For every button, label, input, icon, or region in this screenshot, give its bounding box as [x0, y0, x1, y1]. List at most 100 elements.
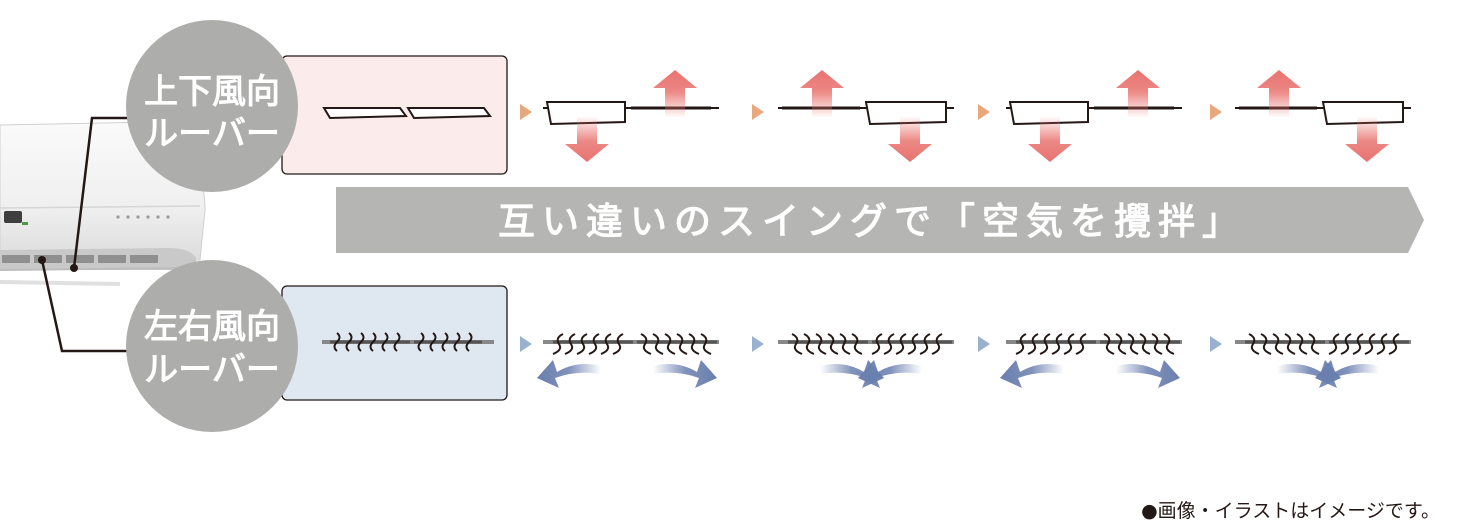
- vertical-louver-icon: [1027, 333, 1039, 355]
- left-right-louver-badge: 左右風向 ルーバー: [126, 260, 298, 432]
- vertical-louver-icon: [1352, 333, 1364, 355]
- vertical-louver-icon: [1260, 333, 1272, 355]
- vertical-louver-icon: [1248, 333, 1260, 355]
- up-down-louver-badge: 上下風向 ルーバー: [126, 20, 298, 192]
- vertical-louver-icon: [907, 333, 919, 355]
- vertical-louver-icon: [1272, 333, 1284, 355]
- vertical-louver-icon: [1115, 333, 1127, 355]
- vertical-louver-icon: [1039, 333, 1051, 355]
- triangle-right-icon: [752, 104, 764, 120]
- vertical-louver-icon: [588, 333, 600, 355]
- vertical-louver-icon: [369, 332, 377, 352]
- vertical-louver-icon: [1284, 333, 1296, 355]
- leader-lines: [38, 116, 128, 353]
- vertical-louver-icon: [417, 332, 425, 352]
- airflow-arrow-icon: [1116, 360, 1180, 388]
- triangle-right-icon: [978, 336, 990, 352]
- airflow-arrow-icon: [1000, 360, 1064, 388]
- vertical-louver-icon: [1127, 333, 1139, 355]
- left-right-swing-sequence: [322, 332, 1411, 388]
- left-right-state: [537, 333, 719, 388]
- airflow-arrow-icon: [888, 116, 932, 162]
- up-down-state: [1006, 70, 1182, 162]
- up-down-swing-sequence: [322, 70, 1411, 162]
- banner: 互い違いのスイングで「空気を攪拌」: [336, 187, 1424, 253]
- vertical-louver-icon: [441, 332, 449, 352]
- up-down-state: [322, 107, 492, 120]
- vertical-louver-icon: [1015, 333, 1027, 355]
- airflow-arrow-icon: [1257, 70, 1301, 118]
- vertical-louver-icon: [851, 333, 863, 355]
- up-down-state: [778, 70, 954, 162]
- vertical-louver-icon: [1388, 333, 1400, 355]
- vertical-louver-icon: [1063, 333, 1075, 355]
- louver-slots: [2, 255, 158, 263]
- vertical-louver-icon: [791, 333, 803, 355]
- vertical-louver-icon: [700, 333, 712, 355]
- vertical-louver-icon: [393, 332, 401, 352]
- airflow-arrow-icon: [653, 360, 717, 388]
- vertical-louver-icon: [381, 332, 389, 352]
- vertical-louver-icon: [564, 333, 576, 355]
- display-panel: [4, 211, 22, 223]
- vertical-louver-icon: [612, 333, 624, 355]
- disclaimer-note: ●画像・イラストはイメージです。: [1141, 500, 1440, 522]
- horizontal-louver-icon: [1008, 101, 1089, 126]
- horizontal-louver-icon: [545, 101, 626, 126]
- horizontal-louver-icon: [406, 107, 492, 120]
- vertical-louver-icon: [676, 333, 688, 355]
- vertical-louver-icon: [1163, 333, 1175, 355]
- left-right-state: [778, 333, 954, 388]
- vertical-louver-icon: [1103, 333, 1115, 355]
- vertical-louver-icon: [1308, 333, 1320, 355]
- horizontal-louver-icon: [864, 101, 947, 126]
- vertical-louver-icon: [895, 333, 907, 355]
- vertical-louver-icon: [552, 333, 564, 355]
- triangle-right-icon: [752, 336, 764, 352]
- airflow-arrow-icon: [800, 70, 844, 118]
- airflow-arrow-icon: [653, 70, 697, 118]
- vertical-louver-icon: [827, 333, 839, 355]
- banner-text: 互い違いのスイングで「空気を攪拌」: [498, 200, 1246, 243]
- airflow-arrow-icon: [858, 360, 922, 388]
- left-right-badge-line2: ルーバー: [144, 350, 280, 390]
- vertical-louver-icon: [1296, 333, 1308, 355]
- vertical-louver-icon: [871, 333, 883, 355]
- vertical-louver-icon: [333, 332, 341, 352]
- vertical-louver-icon: [652, 333, 664, 355]
- airflow-arrow-icon: [1345, 116, 1389, 162]
- vertical-louver-icon: [803, 333, 815, 355]
- vertical-louver-icon: [1328, 333, 1340, 355]
- airflow-arrow-icon: [537, 360, 601, 388]
- up-down-state: [1235, 70, 1411, 162]
- vertical-louver-icon: [465, 332, 473, 352]
- vertical-louver-icon: [357, 332, 365, 352]
- left-right-state: [322, 332, 494, 352]
- left-right-badge-line1: 左右風向: [144, 307, 280, 347]
- triangle-right-icon: [978, 104, 990, 120]
- airflow-arrow-icon: [1116, 70, 1160, 118]
- vertical-louver-icon: [576, 333, 588, 355]
- vertical-louver-icon: [1051, 333, 1063, 355]
- vertical-louver-icon: [1376, 333, 1388, 355]
- up-down-state: [543, 70, 719, 162]
- triangle-right-icon: [1210, 336, 1222, 352]
- airflow-arrow-icon: [1028, 116, 1072, 162]
- left-right-state: [1000, 333, 1182, 388]
- triangle-right-icon: [520, 104, 532, 120]
- vertical-louver-icon: [883, 333, 895, 355]
- triangle-right-icon: [1210, 104, 1222, 120]
- vertical-louver-icon: [453, 332, 461, 352]
- vertical-louver-icon: [931, 333, 943, 355]
- vertical-louver-icon: [345, 332, 353, 352]
- vertical-louver-icon: [1151, 333, 1163, 355]
- triangle-right-icon: [520, 336, 532, 352]
- horizontal-louver-icon: [1321, 101, 1404, 126]
- airflow-arrow-icon: [565, 116, 609, 162]
- vertical-louver-icon: [815, 333, 827, 355]
- vertical-louver-icon: [1139, 333, 1151, 355]
- vertical-louver-icon: [1075, 333, 1087, 355]
- vertical-louver-icon: [1364, 333, 1376, 355]
- vertical-louver-icon: [664, 333, 676, 355]
